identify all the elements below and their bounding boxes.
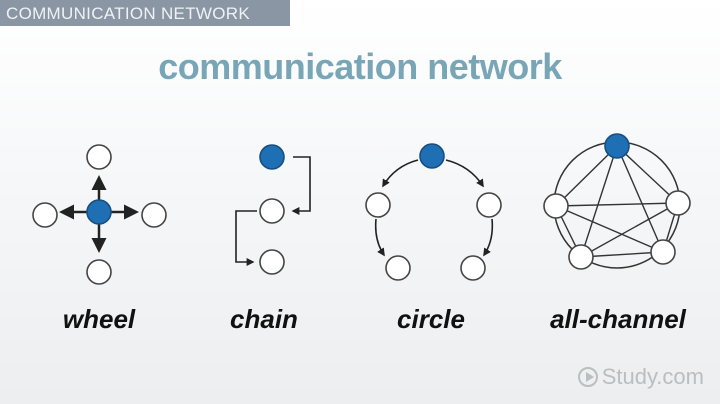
- all-channel-label: all-channel: [550, 304, 686, 334]
- chain-node-3: [259, 249, 285, 275]
- all-channel-node-bottom-left: [568, 244, 594, 270]
- all-channel-node-top: [604, 133, 630, 159]
- section-header-label: COMMUNICATION NETWORK: [6, 4, 250, 23]
- page-title: communication network: [158, 46, 562, 87]
- play-circle-icon: [577, 367, 598, 387]
- circle-node-bottom-right: [460, 255, 486, 281]
- chain-label: chain: [230, 304, 298, 334]
- all-channel-network: [543, 133, 691, 270]
- circle-node-left: [365, 192, 391, 218]
- circle-network: [365, 143, 502, 281]
- circle-node-bottom-left: [385, 255, 411, 281]
- all-channel-node-right: [665, 190, 691, 216]
- chain-network: [235, 144, 311, 275]
- circle-node-right: [476, 192, 502, 218]
- chain-node-1: [259, 144, 285, 170]
- chain-node-2: [259, 198, 285, 224]
- all-channel-node-bottom-right: [650, 239, 676, 265]
- wheel-node-bottom: [86, 259, 112, 285]
- wheel-node-right: [141, 202, 167, 228]
- section-header-bar: COMMUNICATION NETWORK: [0, 0, 290, 26]
- wheel-network: [32, 144, 167, 285]
- wheel-node-center: [86, 199, 112, 225]
- circle-label: circle: [397, 304, 465, 334]
- wheel-node-left: [32, 202, 58, 228]
- study-watermark: Study.com: [577, 364, 704, 390]
- wheel-node-top: [86, 144, 112, 170]
- watermark-text: Study.com: [601, 364, 704, 389]
- circle-node-top: [419, 143, 445, 169]
- wheel-label: wheel: [62, 304, 136, 334]
- all-channel-node-left: [543, 193, 569, 219]
